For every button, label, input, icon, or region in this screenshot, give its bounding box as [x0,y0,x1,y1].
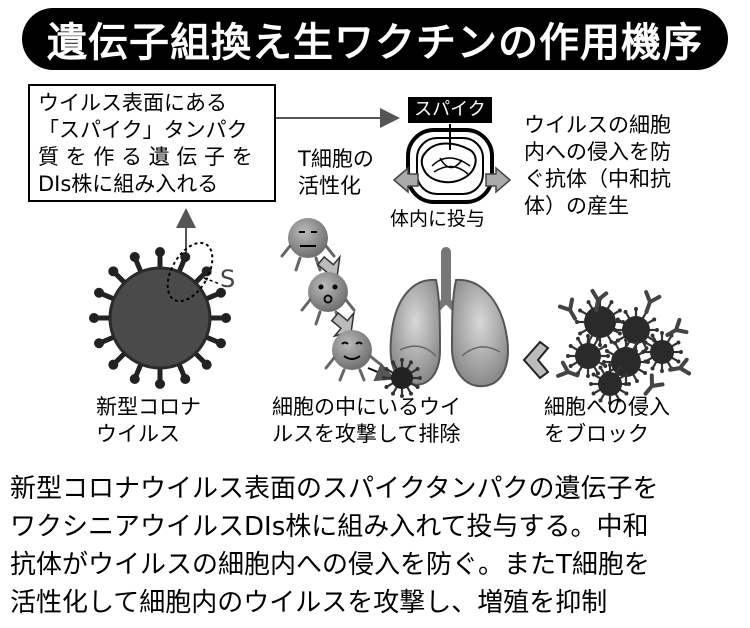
description-line: 新型コロナウイルス表面のスパイクタンパクの遺伝子を [10,474,659,504]
arrow-to-t-cell [392,166,419,194]
coronavirus-icon [89,247,231,389]
virus-label-line: ウイルス [96,422,180,446]
t-cell-character-3 [324,330,382,382]
gene-box-line: 「スパイク」タンパク [38,118,248,142]
attack-label-line: 細胞の中にいるウイ [272,395,461,419]
antibody-label-line: 内への侵入を防 [524,140,671,164]
spike-highlight [166,241,221,303]
virus-label-line: 新型コロナ [96,395,201,419]
description-text: 新型コロナウイルス表面のスパイクタンパクの遺伝子を ワクシニアウイルスDIs株に… [10,470,742,622]
antibody-label-line: 体）の産生 [524,194,629,218]
gene-box-line: DIs株に組み入れる [38,172,219,196]
spike-label: スパイク [408,97,492,123]
title-text: 遺伝子組換え生ワクチンの作用機序 [47,20,703,66]
t-cell-character-2 [300,272,356,326]
t-cell-label-line: T細胞の [298,147,374,171]
description-line: 抗体がウイルスの細胞内への侵入を防ぐ。またT細胞を [10,550,650,580]
intracellular-attack-label: 細胞の中にいるウイ ルスを攻撃して排除 [272,394,461,448]
description-line: ワクシニアウイルスDIs株に組み入れて投与する。中和 [10,512,649,542]
attack-label-line: ルスを攻撃して排除 [272,422,461,446]
gene-box-line: ウイルス表面にある [38,91,227,115]
attack-arrow [367,362,396,382]
spike-s-label: S [220,265,236,293]
coronavirus-label: 新型コロナ ウイルス [96,394,201,448]
antibody-production-label: ウイルスの細胞 内への侵入を防 ぐ抗体（中和抗 体）の産生 [524,112,671,220]
block-chevron-icon [522,340,550,380]
gene-box-line: 質 を 作 る 遺 伝 子 を [38,145,253,169]
arrow-to-antibody [485,166,512,194]
title-banner: 遺伝子組換え生ワクチンの作用機序 [22,8,728,70]
antibody-label-line: ウイルスの細胞 [524,113,671,137]
infected-virus-icon [382,358,422,398]
entry-block-label: 細胞への侵入 をブロック [544,394,670,448]
antibody-label-line: ぐ抗体（中和抗 [524,167,671,191]
gene-insertion-box: ウイルス表面にある 「スパイク」タンパク 質 を 作 る 遺 伝 子 を DIs… [28,84,276,202]
administration-label: 体内に投与 [390,208,486,230]
block-label-line: 細胞への侵入 [544,395,670,419]
block-label-line: をブロック [544,422,649,446]
blocked-viruses-icon [556,288,692,405]
description-line: 活性化して細胞内のウイルスを攻撃し、増殖を抑制 [10,588,608,618]
t-cell-character-1 [280,218,336,272]
t-cell-label-line: 活性化 [298,174,361,198]
t-cell-activation-label: T細胞の 活性化 [298,146,374,200]
vaccinia-virus-icon [406,124,494,204]
